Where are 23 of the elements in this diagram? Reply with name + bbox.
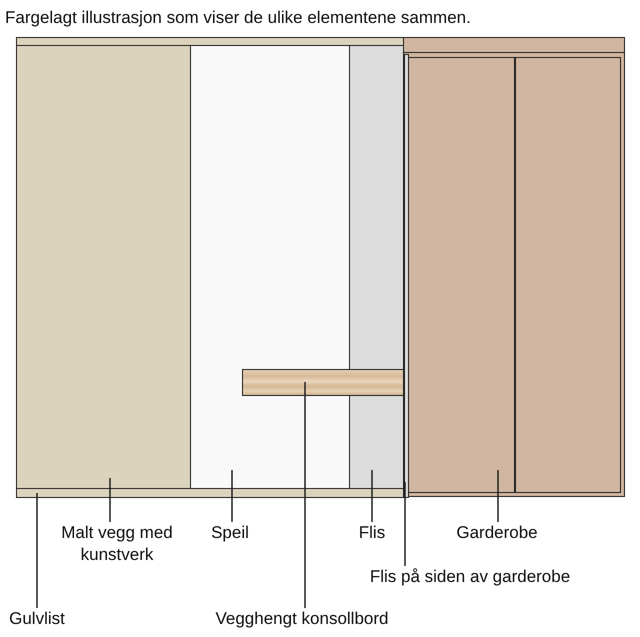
part-label: Speil [195,522,265,544]
part-label: Vegghengt konsollbord [192,608,412,630]
part-label: Malt vegg med kunstverk [42,522,192,566]
leader-line [231,470,233,522]
painted-wall [16,45,191,489]
part-label: Flis på siden av garderobe [340,566,600,588]
wardrobe [403,37,625,497]
mirror [190,45,350,489]
leader-line [497,470,499,522]
ceiling-trim [16,37,404,46]
tile-wall [349,45,404,489]
leader-line [371,470,373,522]
part-label: Flis [347,522,397,544]
baseboard [16,488,404,498]
leader-line [109,478,111,522]
leader-line [404,482,406,566]
side-tile-strip [404,54,409,498]
part-label: Gulvlist [2,608,72,630]
leader-line [36,493,38,608]
leader-line [304,382,306,608]
wall-shelf [242,369,404,396]
part-label: Garderobe [442,522,552,544]
title-text: Fargelagt illustrasjon som viser de ulike elementene sammen. [5,8,471,28]
